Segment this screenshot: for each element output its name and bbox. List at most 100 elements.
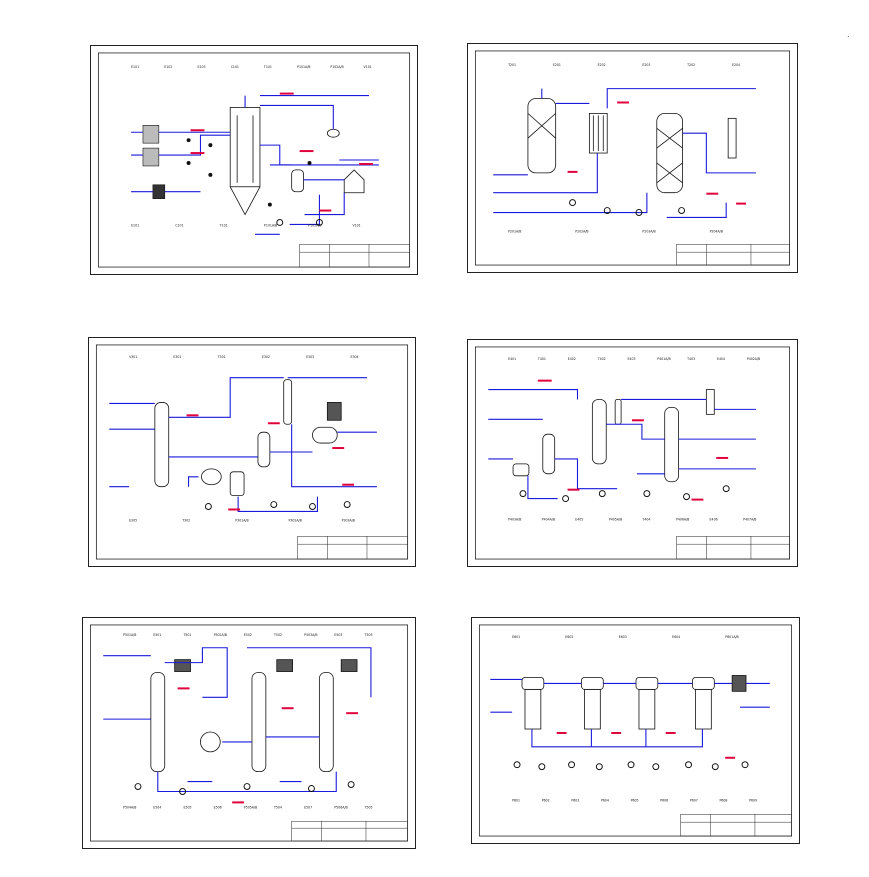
equipment-tag: P403A/B [508, 517, 521, 521]
stream-tags [190, 92, 373, 212]
pumps [519, 485, 730, 503]
equipment-tag: E403 [627, 357, 635, 361]
equipment-tag: P302A/B [288, 518, 301, 522]
equipment-tag: E503 [334, 633, 342, 637]
equipment-tag: P102A/B [330, 65, 343, 69]
equipment-tag: P407A/B [743, 517, 756, 521]
equipment-tag: E304 [350, 355, 358, 359]
equipment-tag: E201 [553, 63, 561, 67]
equipment-tag: T301 [217, 355, 226, 359]
equipment-tag: T501 [182, 633, 191, 637]
equipment-tag: P605 [631, 798, 639, 802]
equipment-tag: P606 [660, 798, 668, 802]
equipment-tag: P603 [571, 798, 579, 802]
equipment-tag: E401 [508, 357, 516, 361]
title-block [297, 536, 408, 560]
process-lines [490, 678, 770, 748]
pumps [204, 501, 351, 510]
equipment-tag: E102 [164, 65, 172, 69]
equipment-tag: E405 [575, 517, 583, 521]
equipment-tag: C101 [175, 223, 183, 227]
equipment-tag: T101 [263, 65, 272, 69]
equipment-tag: P301A/B [235, 518, 248, 522]
equipment-tag: E602 [565, 635, 573, 639]
stream-tags [567, 101, 747, 205]
equipment-tag: V301 [129, 355, 137, 359]
equipment-tag: P402A/B [747, 357, 760, 361]
equipment-tag: T302 [181, 518, 190, 522]
equipment-tag: T402 [597, 357, 606, 361]
compressor-unit [142, 125, 166, 199]
equipment-tag: P303A/B [342, 518, 355, 522]
equipment-tag: P501A/B [123, 633, 136, 637]
equipment-tag: T505 [364, 805, 373, 809]
equipment-tag: P505A/B [244, 805, 257, 809]
process-lines [493, 88, 756, 219]
title-block [291, 820, 408, 842]
equipment-tag: V101 [352, 223, 360, 227]
stream-tags [186, 414, 355, 511]
vessels [512, 389, 715, 483]
columns [150, 659, 358, 773]
equipment-tag: P404A/B [542, 517, 555, 521]
equipment-tag: E404 [717, 357, 725, 361]
pumps [134, 781, 355, 795]
equipment-tag: P406A/B [676, 517, 689, 521]
equipment-tag: T401 [537, 357, 546, 361]
equipment-tag: P601A/B [725, 635, 738, 639]
separator [291, 128, 365, 194]
equipment-tag: P602 [542, 798, 550, 802]
title-block [676, 243, 790, 266]
equipment-tag: P204A/B [710, 229, 723, 233]
equipment-tag: P504A/B [123, 805, 136, 809]
equipment-tag: T503 [364, 633, 373, 637]
corner-mark: . [847, 30, 850, 39]
process-lines [109, 377, 377, 513]
equipment-tag: P503A/B [304, 633, 317, 637]
process-lines [488, 389, 756, 500]
equipment-tag: E505 [183, 805, 191, 809]
equipment-tag: E603 [619, 635, 627, 639]
equipment-tag: P203A/B [642, 229, 655, 233]
equipment-tag: E502 [244, 633, 252, 637]
equipment-tag: P506A/B [334, 805, 347, 809]
equipment-tag: E101 [131, 223, 139, 227]
equipment-tag: E506 [214, 805, 222, 809]
equipment-tag: P604 [601, 798, 609, 802]
equipment-tag: T502 [273, 633, 282, 637]
stream-tags [537, 379, 729, 501]
equipment-tag: E303 [306, 355, 314, 359]
equipment-tag: E402 [568, 357, 576, 361]
equipment-tag: P101A/B [264, 223, 277, 227]
equipment-tag: P502A/B [214, 633, 227, 637]
equipment-tag: P607 [690, 798, 698, 802]
equipment-tag: P101A/B [297, 65, 310, 69]
equipment-tag: P202A/B [575, 229, 588, 233]
equipment-tag: E101 [131, 65, 139, 69]
stream-tags [177, 687, 359, 804]
vessels [154, 379, 342, 497]
equipment-tag: E103 [197, 65, 205, 69]
title-block [676, 536, 790, 560]
reactor-vessel [229, 107, 261, 216]
equipment-tag: T101 [219, 223, 228, 227]
column-towers [527, 98, 737, 194]
equipment-tag: E302 [262, 355, 270, 359]
equipment-tag: T202 [686, 63, 695, 67]
equipment-tag: E202 [598, 63, 606, 67]
equipment-tag: P608 [719, 798, 727, 802]
equipment-tag: V101 [364, 65, 372, 69]
equipment-tag: P401A/B [657, 357, 670, 361]
equipment-tag: P102A/B [308, 223, 321, 227]
